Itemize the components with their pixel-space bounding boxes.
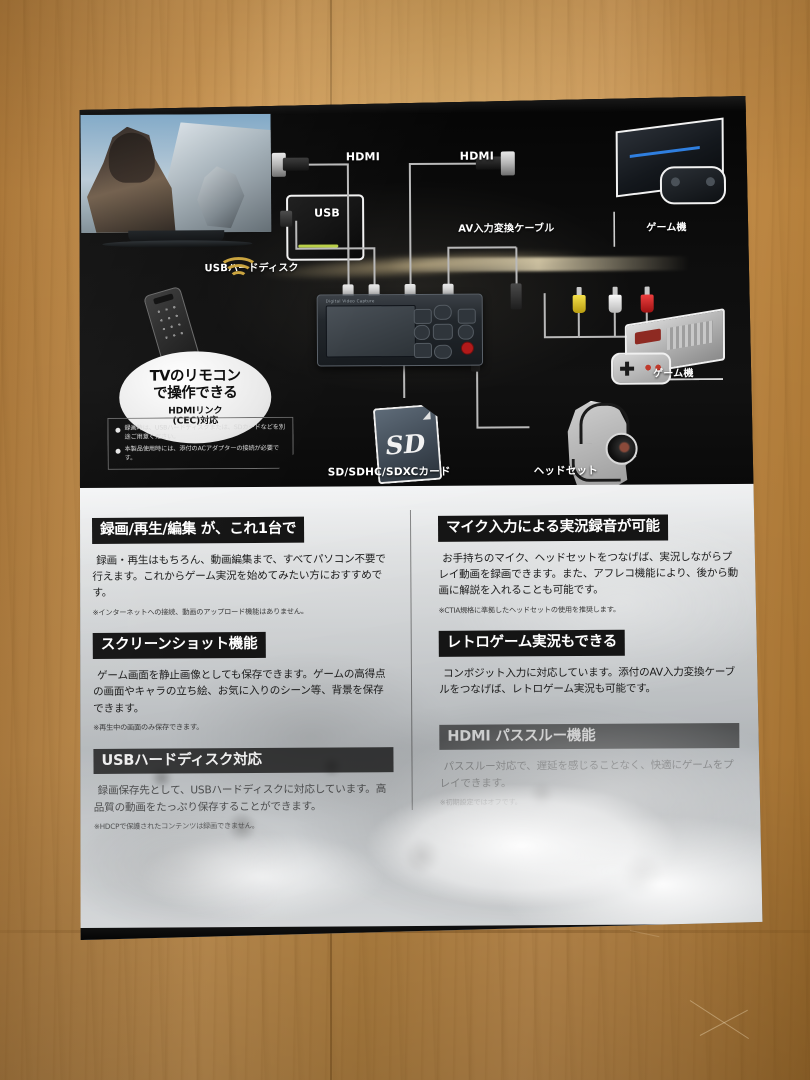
wood-horizontal-seam bbox=[0, 930, 810, 933]
ambient-light-glow bbox=[180, 0, 740, 440]
